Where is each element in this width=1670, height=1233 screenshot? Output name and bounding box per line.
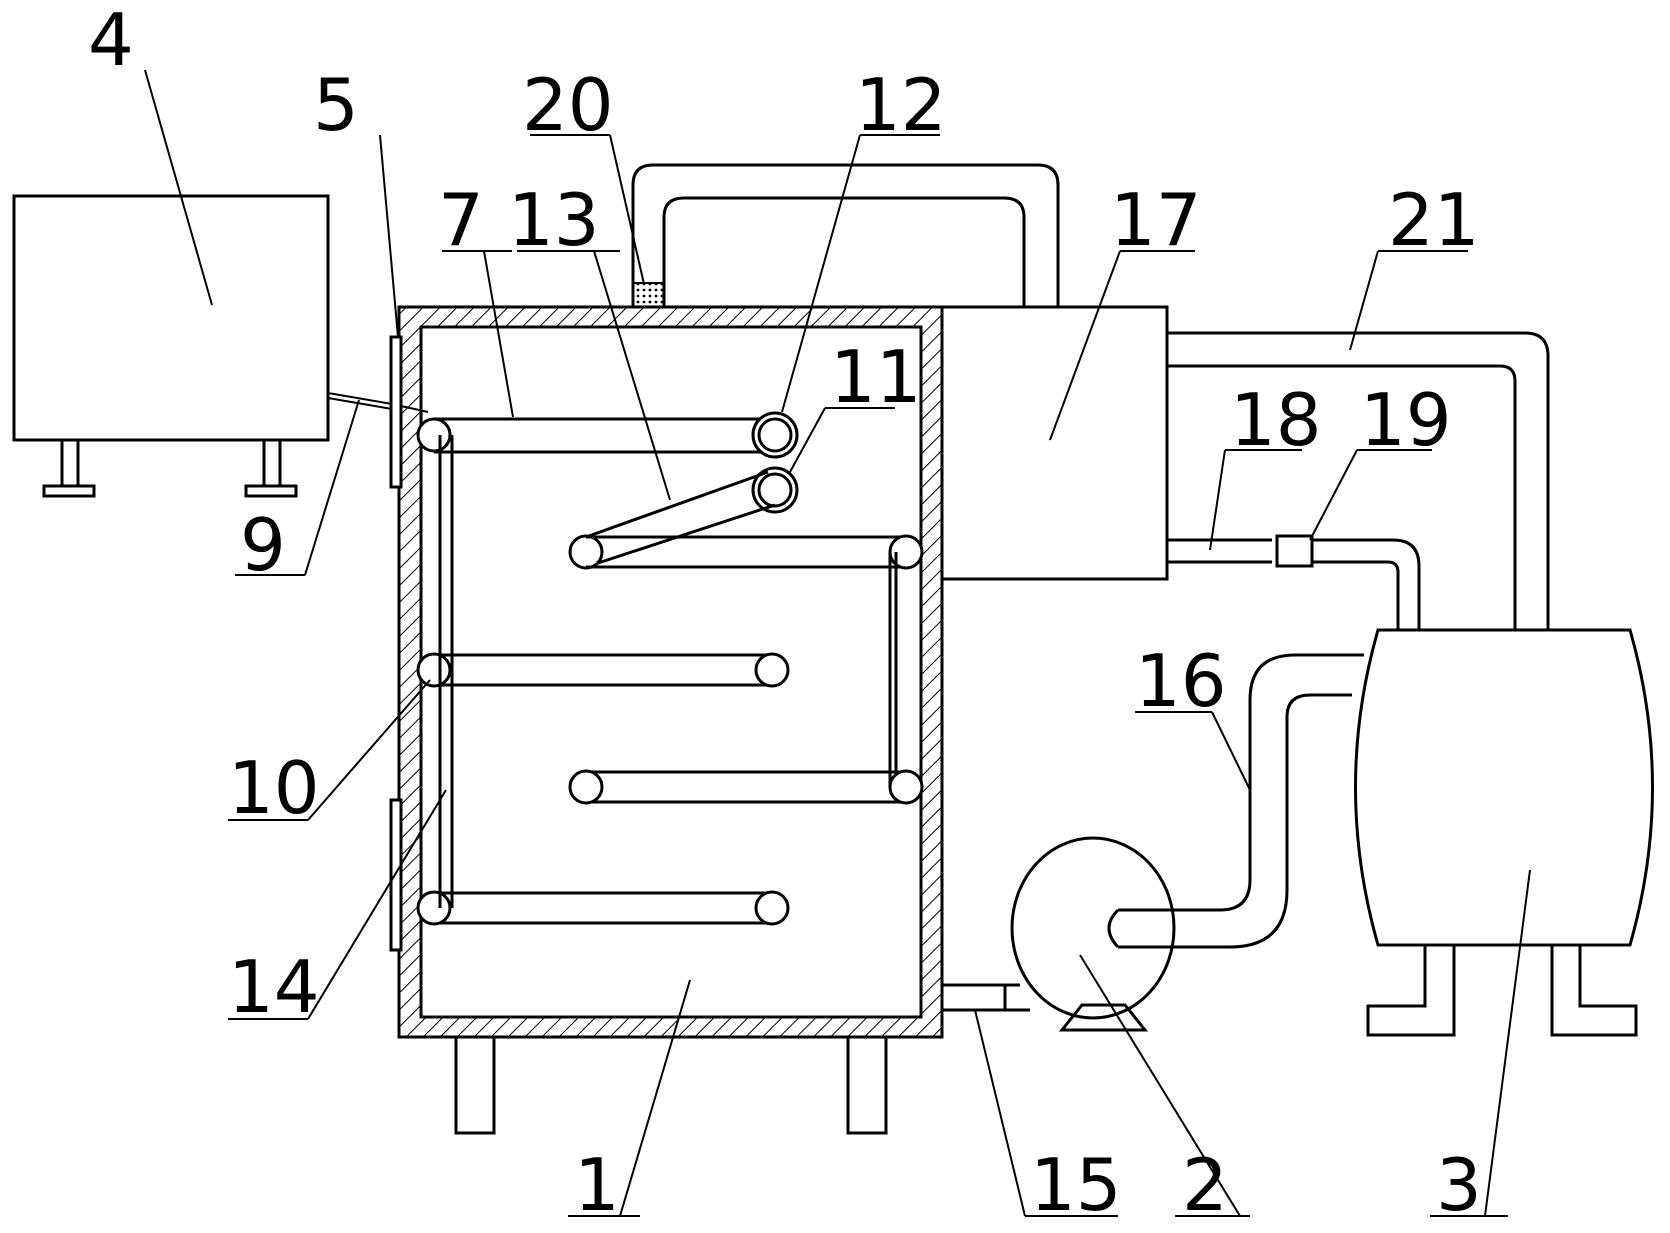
pipe-16	[1107, 653, 1364, 949]
leader-lines	[144, 69, 1531, 1217]
label-12: 12	[855, 63, 947, 147]
valve-19	[1275, 534, 1314, 568]
label-3: 3	[1436, 1143, 1482, 1227]
pipe-18	[1167, 534, 1421, 630]
tank-3	[1354, 628, 1654, 1037]
filter-20	[632, 282, 665, 308]
top-duct	[631, 163, 1060, 308]
label-4: 4	[88, 0, 134, 82]
label-9: 9	[240, 503, 286, 587]
label-13: 13	[508, 178, 600, 262]
door-5	[389, 335, 403, 952]
label-17: 17	[1110, 178, 1202, 262]
label-16: 16	[1135, 639, 1227, 723]
label-11: 11	[830, 335, 922, 419]
pipe-21	[1167, 331, 1550, 630]
label-19: 19	[1360, 378, 1452, 462]
fan-2	[1010, 836, 1176, 1032]
label-1: 1	[574, 1143, 620, 1227]
unit-4-box	[12, 194, 330, 498]
label-14: 14	[228, 945, 320, 1029]
chamber-1	[397, 305, 944, 1135]
label-21: 21	[1388, 178, 1480, 262]
label-15: 15	[1030, 1143, 1122, 1227]
label-7: 7	[438, 178, 484, 262]
label-2: 2	[1182, 1143, 1228, 1227]
pipe-15	[942, 983, 1030, 1012]
label-18: 18	[1230, 378, 1322, 462]
unit-17	[940, 305, 1169, 581]
conveyor-system	[416, 411, 924, 926]
label-20: 20	[522, 63, 614, 147]
label-5: 5	[313, 63, 359, 147]
label-10: 10	[228, 746, 320, 830]
